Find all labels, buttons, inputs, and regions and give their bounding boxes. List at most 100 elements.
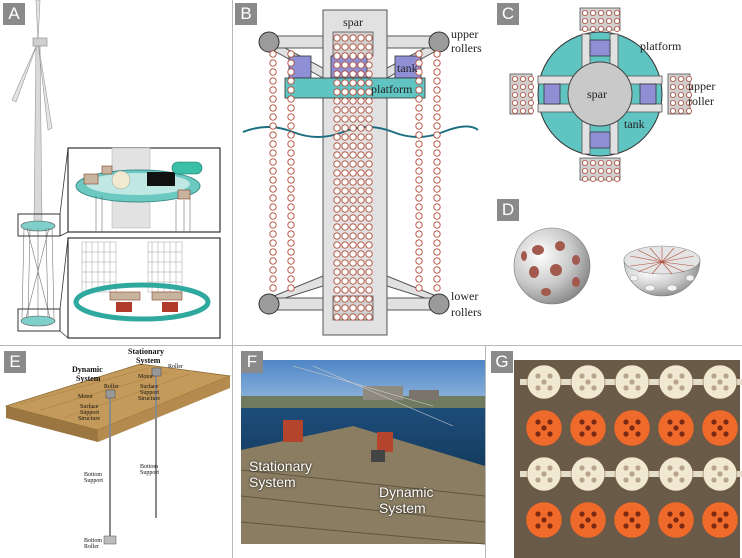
chain-ball: [365, 160, 373, 168]
chain-ball: [333, 115, 341, 123]
chain-ball: [269, 239, 277, 247]
callout-connectors: [59, 147, 69, 339]
chain-ball: [349, 106, 357, 114]
ball-hole: [723, 373, 729, 379]
chain-ball: [365, 250, 373, 258]
label-tank: tank: [397, 61, 418, 75]
chain-ball: [269, 158, 277, 166]
chain-ball: [365, 106, 373, 114]
ball-hole: [623, 477, 629, 483]
chain-ball: [349, 304, 357, 312]
roller-ball: [614, 9, 621, 16]
label-dynamic-system-2: System: [76, 374, 101, 383]
zoom-inset-bottom: [67, 237, 221, 339]
chain-ball: [433, 104, 441, 112]
chain-ball: [433, 266, 441, 274]
ball-hole: [635, 373, 641, 379]
label-spar: spar: [587, 87, 607, 101]
ball-hole: [629, 471, 635, 477]
panel-b: B: [233, 0, 488, 345]
chain-ball: [365, 277, 373, 285]
chain-ball: [341, 259, 349, 267]
label-stationary-system-1: Stationary: [128, 347, 164, 356]
divider-horizontal: [0, 345, 742, 346]
ball-hole: [629, 517, 635, 523]
chain-ball: [415, 257, 423, 265]
panel-a: A: [0, 0, 232, 345]
chain-ball: [433, 194, 441, 202]
chain-ball: [349, 88, 357, 96]
roller-ball: [614, 175, 621, 182]
chain-ball: [357, 160, 365, 168]
chain-ball: [341, 88, 349, 96]
label-surface-dyn-2: Support: [80, 410, 99, 416]
roller-ball: [606, 159, 613, 166]
chain-ball: [357, 304, 365, 312]
chain-ball: [349, 178, 357, 186]
chain-ball: [349, 277, 357, 285]
chain-ball: [349, 295, 357, 303]
chain-ball: [433, 59, 441, 67]
bottom-roller-box: [103, 535, 117, 545]
bottom-ring: [20, 315, 56, 327]
ball-hole: [711, 373, 717, 379]
ball-hole: [547, 465, 553, 471]
ball-hole: [635, 477, 641, 483]
chain-ball: [341, 295, 349, 303]
roller-ball: [606, 25, 613, 32]
chain-ball: [365, 169, 373, 177]
chain-ball: [269, 284, 277, 292]
ball-chains: [269, 34, 441, 321]
callout-box-bottom: [17, 308, 61, 332]
label-roller-stationary: Roller: [168, 364, 183, 370]
chain-ball: [349, 196, 357, 204]
chain-ball: [357, 178, 365, 186]
chain-ball: [341, 169, 349, 177]
chain-ball: [365, 88, 373, 96]
chain-ball: [365, 70, 373, 78]
panel-g-label: G: [491, 351, 513, 373]
chain-ball: [349, 313, 357, 321]
ball-hole: [541, 379, 547, 385]
chain-ball: [365, 34, 373, 42]
roller-ball: [520, 84, 527, 91]
ball-hole: [679, 465, 685, 471]
chain-ball: [357, 43, 365, 51]
chain-ball: [365, 142, 373, 150]
chain-ball: [415, 212, 423, 220]
chain-ball: [433, 167, 441, 175]
ball-hole: [541, 471, 547, 477]
chain-ball: [287, 230, 295, 238]
chain-ball: [341, 43, 349, 51]
ball-hole: [541, 517, 547, 523]
ball-hole: [711, 465, 717, 471]
inset-tank-teal: [171, 161, 203, 175]
ball-hole: [667, 431, 673, 437]
chain-ball: [433, 140, 441, 148]
side-view-diagram: spar upper rollers tank platform lower r…: [242, 9, 482, 336]
wood-grain: [19, 367, 191, 419]
ball-hole: [535, 419, 541, 425]
chain-ball: [287, 284, 295, 292]
ball-hole: [667, 477, 673, 483]
ball-hole: [717, 517, 723, 523]
chain-ball: [333, 52, 341, 60]
chain-ball: [433, 50, 441, 58]
chain-ball: [341, 241, 349, 249]
roller-ball: [669, 108, 676, 115]
roller-ball: [685, 108, 692, 115]
ball-hole: [629, 379, 635, 385]
chain-ball: [357, 187, 365, 195]
chain-ball: [357, 169, 365, 177]
chain-ball: [341, 196, 349, 204]
label-bottom-roller-2: Roller: [84, 544, 99, 550]
roller-ball: [685, 92, 692, 99]
chain-ball: [269, 59, 277, 67]
chain-ball: [333, 178, 341, 186]
chain-ball: [433, 77, 441, 85]
ball-hole: [723, 523, 729, 529]
roller-ball: [590, 159, 597, 166]
chain-ball: [269, 140, 277, 148]
chain-ball: [349, 115, 357, 123]
chain-ball: [349, 160, 357, 168]
